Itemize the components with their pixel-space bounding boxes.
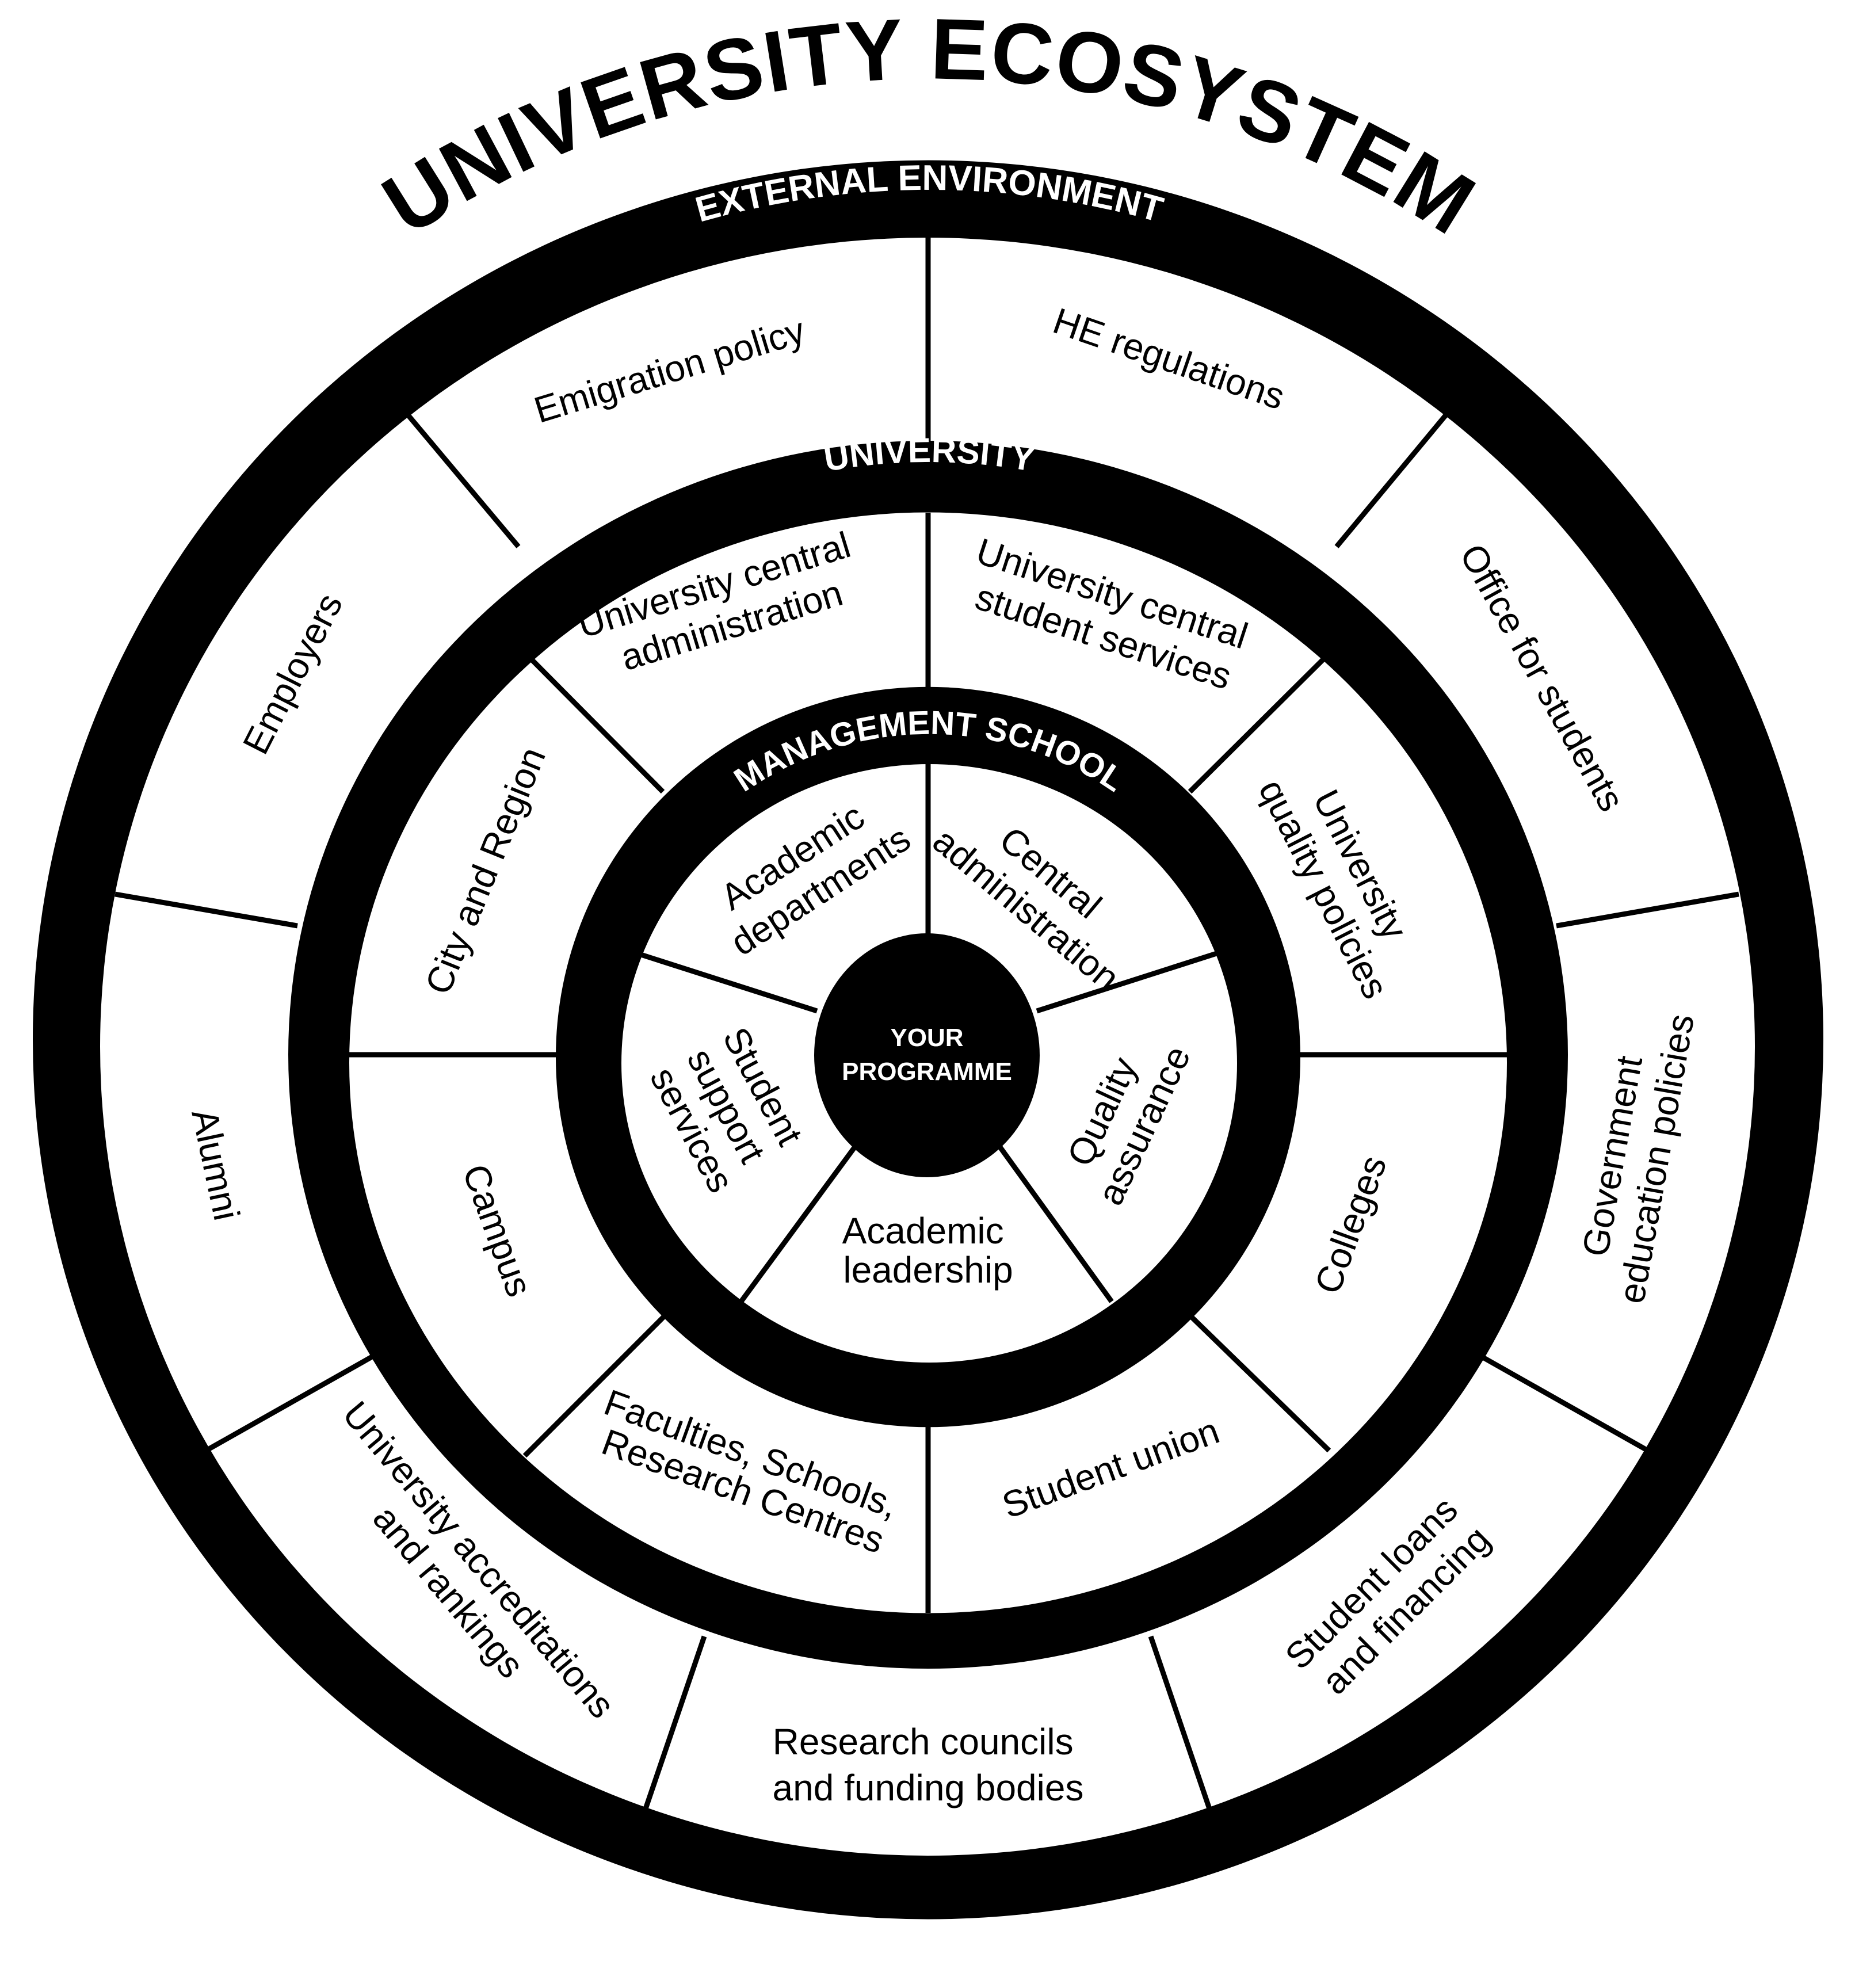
divider [114,891,298,929]
divider [1556,891,1739,929]
divider [739,1128,870,1303]
divider [522,1313,667,1458]
core-label-line2: PROGRAMME [842,1058,1012,1086]
divider [638,1635,707,1823]
your-programme-core [814,933,1040,1177]
segment-line: Academic [842,1210,1004,1251]
segment-line: leadership [843,1249,1013,1291]
core-label-line1: YOUR [890,1024,963,1052]
segment-research-councils: Research councils and funding bodies [773,1721,1084,1808]
management-dividers [629,764,1225,1303]
divider [204,1353,376,1453]
university-dividers [349,513,1507,1613]
divider [1036,948,1225,1014]
divider [1148,1635,1217,1823]
divider [509,636,665,794]
divider [1334,409,1452,548]
divider [1478,1353,1650,1453]
segment-line: Research councils [773,1721,1074,1762]
divider [1188,636,1346,794]
external-dividers [114,238,1739,1823]
divider [629,948,818,1014]
segment-line: and funding bodies [773,1767,1084,1808]
segment-academic-leadership: Academic leadership [842,1210,1014,1291]
divider [985,1128,1114,1303]
divider [1188,1313,1331,1453]
divider [402,409,521,548]
